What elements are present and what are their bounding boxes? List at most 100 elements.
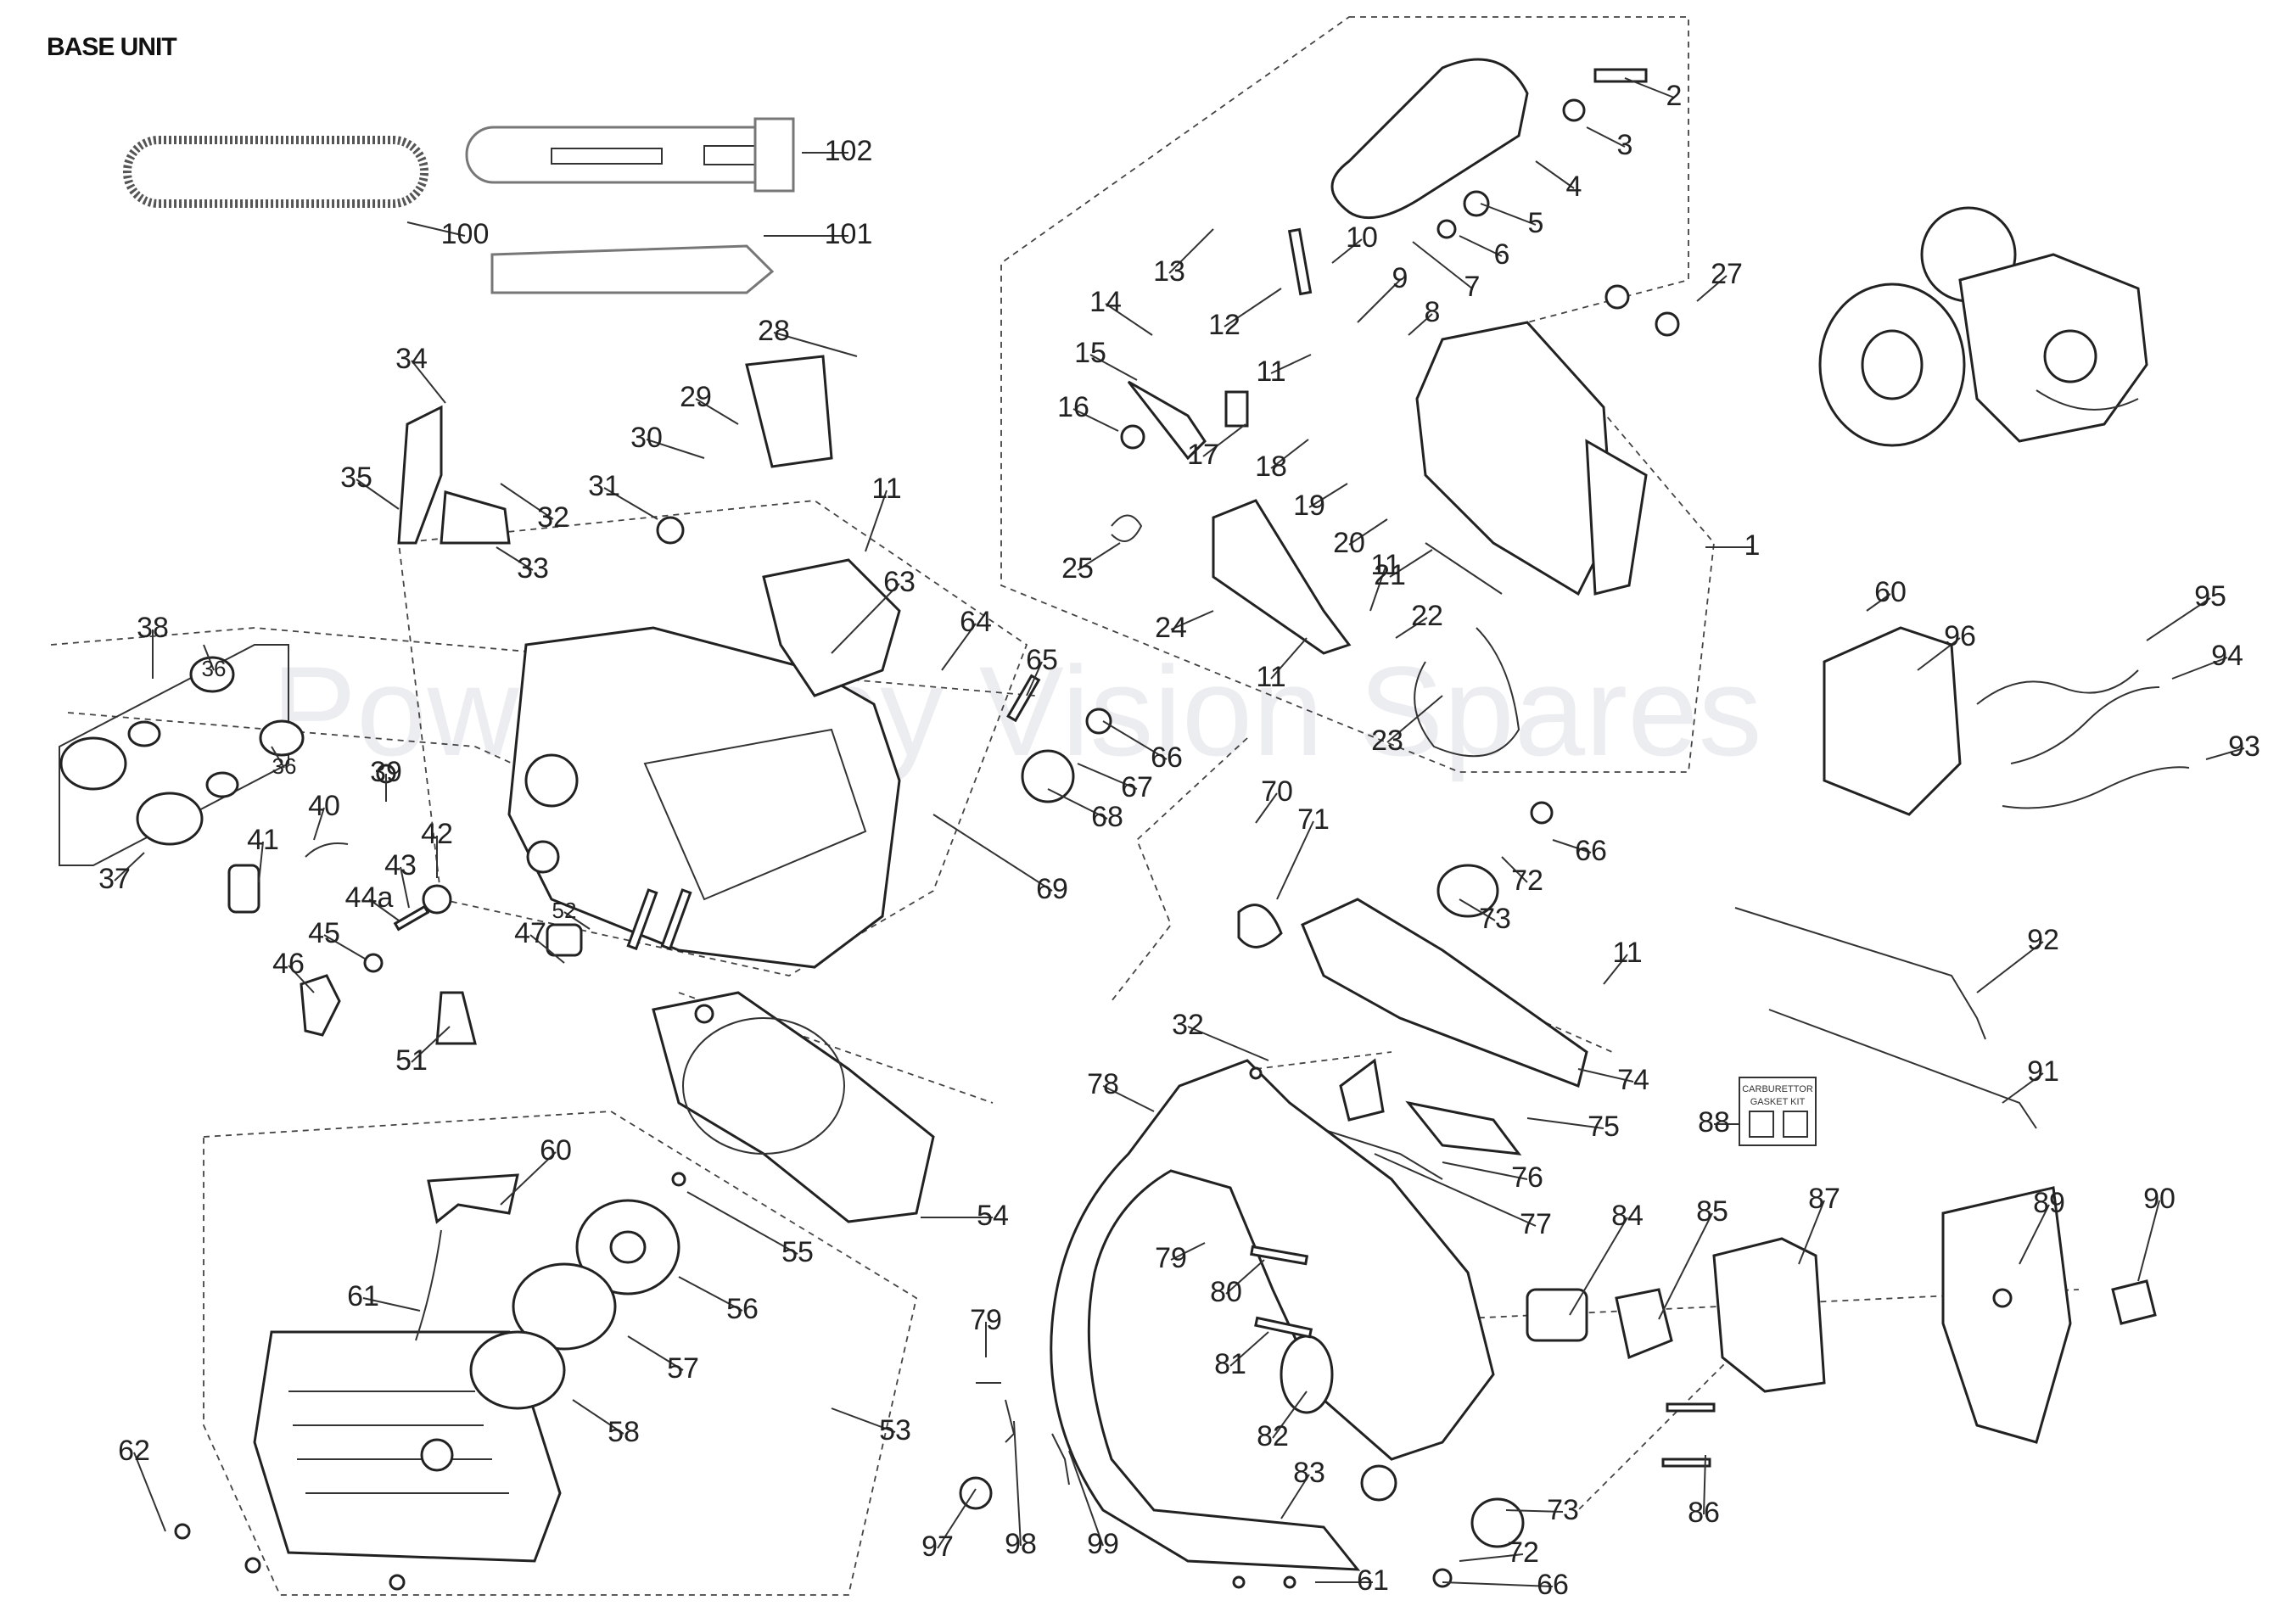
leader-line-73 <box>1459 898 1496 921</box>
callout-64: 64 <box>960 606 992 638</box>
oil-pump <box>227 864 260 914</box>
callout-95: 95 <box>2194 580 2226 613</box>
chain-bar-group <box>123 117 795 294</box>
brake-spring <box>1425 542 1503 595</box>
callout-76: 76 <box>1511 1161 1543 1194</box>
callout-28: 28 <box>758 315 790 347</box>
callout-69: 69 <box>1036 873 1068 905</box>
callout-11: 11 <box>1612 937 1642 969</box>
saw-chain <box>123 136 428 208</box>
callout-9: 9 <box>1392 262 1408 294</box>
oil-cap <box>59 736 127 791</box>
leader-line-98 <box>1013 1420 1022 1547</box>
callout-43: 43 <box>384 849 417 881</box>
leader-line-66 <box>1102 720 1168 760</box>
clutch-cover-group <box>652 991 935 1223</box>
leader-line-81 <box>1229 1331 1269 1367</box>
callout-89: 89 <box>2033 1187 2065 1219</box>
leader-line-34 <box>411 360 446 404</box>
leader-line-82 <box>1272 1391 1308 1439</box>
chain-catcher <box>762 558 901 697</box>
leader-line-4 <box>1535 160 1575 189</box>
leader-line-5 <box>1480 203 1537 226</box>
leader-line-11 <box>1369 566 1386 612</box>
callout-40: 40 <box>308 790 340 822</box>
leader-line-33 <box>496 546 534 571</box>
callout-73: 73 <box>1479 903 1511 935</box>
callout-66: 66 <box>1575 835 1607 867</box>
callout-79: 79 <box>1155 1242 1187 1274</box>
leader-line-28 <box>773 332 858 357</box>
callout-25: 25 <box>1061 552 1094 585</box>
leader-line-36 <box>271 746 285 769</box>
leader-line-78 <box>1102 1085 1155 1112</box>
callout-36: 36 <box>272 753 297 779</box>
callout-23: 23 <box>1371 725 1403 757</box>
callout-51: 51 <box>395 1044 428 1077</box>
callout-102: 102 <box>825 135 873 167</box>
leader-line-19 <box>1308 483 1348 508</box>
fuel-cap <box>136 792 204 846</box>
leader-line-51 <box>411 1026 451 1063</box>
leader-line-8 <box>1408 313 1433 336</box>
callout-85: 85 <box>1696 1195 1728 1228</box>
leader-line-17 <box>1202 423 1246 457</box>
callout-5: 5 <box>1528 207 1544 239</box>
callout-68: 68 <box>1091 801 1123 833</box>
chain-cover-plate <box>745 355 833 468</box>
anti-vibration-spring <box>1280 1335 1334 1414</box>
front-handle-group <box>1287 58 1648 296</box>
fuel-filter <box>300 974 341 1037</box>
callout-12: 12 <box>1208 309 1240 341</box>
brake-mechanism-group <box>1111 284 1680 758</box>
callout-19: 19 <box>1293 490 1325 522</box>
leader-line-30 <box>646 439 705 459</box>
throttle-trigger <box>1405 1100 1522 1156</box>
callout-37: 37 <box>98 863 131 895</box>
leader-line-89 <box>2019 1204 2050 1265</box>
callout-84: 84 <box>1611 1200 1644 1232</box>
callout-45: 45 <box>308 917 340 949</box>
callout-27: 27 <box>1711 258 1743 290</box>
leader-line-23 <box>1386 695 1443 743</box>
callout-24: 24 <box>1155 612 1187 644</box>
bar-mount <box>753 117 795 193</box>
callout-67: 67 <box>1121 771 1153 803</box>
starter-group <box>174 1172 686 1591</box>
callout-58: 58 <box>608 1416 640 1448</box>
clutch-cover <box>652 991 935 1223</box>
leader-line-70 <box>1255 792 1278 824</box>
callout-66: 66 <box>1151 741 1183 774</box>
callout-54: 54 <box>977 1200 1009 1232</box>
cover-knob <box>2111 1279 2157 1325</box>
leader-line-11 <box>1270 354 1312 374</box>
callout-56: 56 <box>726 1293 759 1325</box>
choke-rod <box>1734 907 1986 1040</box>
throttle-housing <box>1301 898 1588 1088</box>
leader-line-32 <box>500 483 554 520</box>
leader-line-24 <box>1170 610 1214 630</box>
callout-47: 47 <box>514 917 546 949</box>
guide-bar <box>465 126 782 184</box>
leader-line-10 <box>1331 238 1363 264</box>
leader-line-7 <box>1412 241 1473 289</box>
leader-line-94 <box>2171 657 2228 680</box>
leader-line-9 <box>1357 279 1401 323</box>
callout-82: 82 <box>1257 1420 1289 1452</box>
callout-41: 41 <box>247 824 279 856</box>
leader-line-97 <box>937 1488 977 1549</box>
leader-line-6 <box>1459 235 1503 257</box>
leader-line-84 <box>1569 1217 1628 1316</box>
callout-7: 7 <box>1464 271 1481 303</box>
leader-line-56 <box>678 1276 743 1312</box>
callout-30: 30 <box>630 422 663 454</box>
callout-53: 53 <box>879 1414 911 1447</box>
callout-52: 52 <box>552 898 577 923</box>
leader-line-64 <box>941 623 977 671</box>
leader-line-36 <box>203 644 215 671</box>
kit-label-line2: GASKET KIT <box>1750 1097 1806 1107</box>
callout-8: 8 <box>1425 296 1441 328</box>
throttle-rod <box>1768 1009 2037 1129</box>
leader-line-52 <box>563 911 591 930</box>
